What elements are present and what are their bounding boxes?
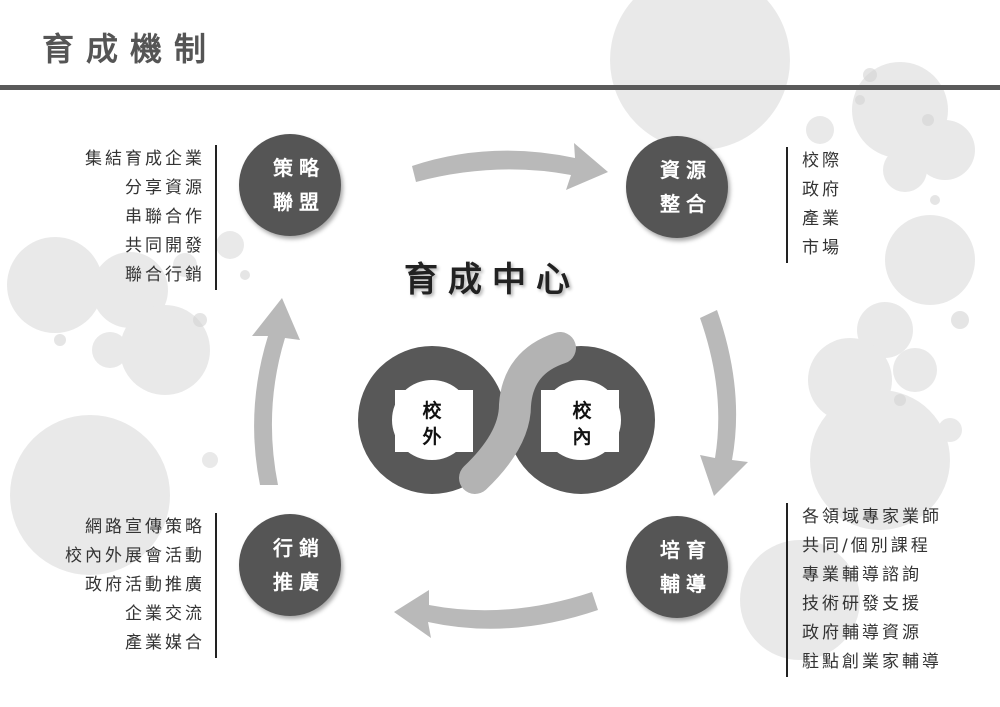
resources-list: 校際 政府 產業 市場 [786, 147, 882, 263]
list-item: 政府活動推廣 [85, 575, 205, 595]
list-item: 各領域專家業師 [802, 507, 942, 527]
list-item: 政府 [802, 180, 842, 200]
resource-integration-node: 資源整合 [626, 136, 728, 238]
list-item: 駐點創業家輔導 [802, 652, 942, 672]
list-item: 分享資源 [125, 178, 205, 198]
list-item: 企業交流 [125, 604, 205, 624]
list-item: 專業輔導諮詢 [802, 565, 922, 585]
list-item: 技術研發支援 [802, 594, 922, 614]
title-divider [0, 85, 1000, 90]
list-item: 產業媒合 [125, 633, 205, 653]
list-item: 聯合行銷 [125, 265, 205, 285]
node-label: 聯盟 [273, 190, 325, 214]
list-item: 校內外展會活動 [65, 546, 205, 566]
node-label: 整合 [660, 192, 712, 216]
node-label: 推廣 [273, 570, 325, 594]
list-item: 校際 [802, 151, 842, 171]
ring-label-outside: 校外 [422, 400, 442, 448]
strategy-alliance-node: 策略聯盟 [239, 134, 341, 236]
list-item: 共同開發 [125, 236, 205, 256]
list-item: 市場 [802, 238, 842, 258]
list-item: 網路宣傳策略 [85, 517, 205, 537]
mentoring-list: 各領域專家業師 共同/個別課程 專業輔導諮詢 技術研發支援 政府輔導資源 駐點創… [786, 503, 982, 677]
node-label: 培育 [660, 538, 712, 562]
list-item: 集結育成企業 [85, 149, 205, 169]
node-label: 策略 [273, 156, 325, 180]
strategy-list: 集結育成企業 分享資源 串聯合作 共同開發 聯合行銷 [50, 145, 217, 290]
page-title: 育成機制 [42, 30, 219, 68]
node-label: 資源 [660, 158, 712, 182]
node-label: 行銷 [273, 536, 325, 560]
center-title: 育成中心 [404, 260, 580, 300]
list-item: 共同/個別課程 [802, 536, 931, 556]
list-item: 政府輔導資源 [802, 623, 922, 643]
marketing-list: 網路宣傳策略 校內外展會活動 政府活動推廣 企業交流 產業媒合 [20, 513, 217, 658]
list-item: 產業 [802, 209, 842, 229]
node-label: 輔導 [660, 572, 712, 596]
list-item: 串聯合作 [125, 207, 205, 227]
marketing-node: 行銷推廣 [239, 514, 341, 616]
mentoring-node: 培育輔導 [626, 516, 728, 618]
ring-label-inside: 校內 [572, 400, 592, 448]
